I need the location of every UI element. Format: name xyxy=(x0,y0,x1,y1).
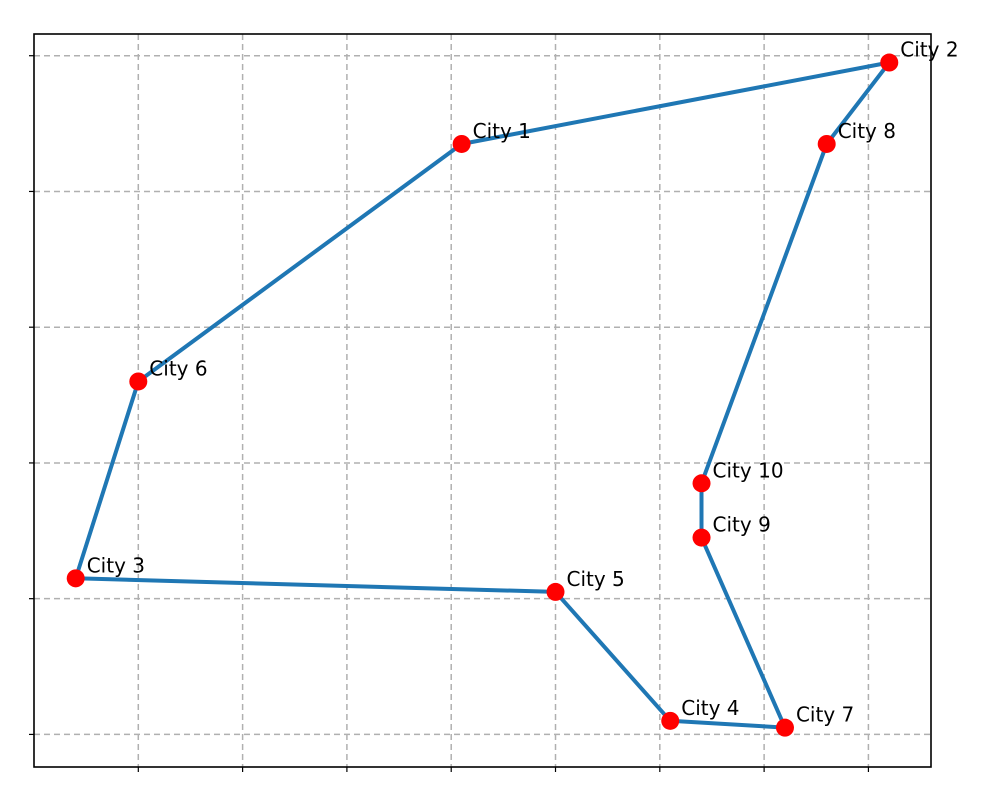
city-marker xyxy=(880,53,899,72)
city-marker xyxy=(452,134,471,153)
city-marker xyxy=(692,528,711,547)
city-label: City 7 xyxy=(796,703,854,727)
city-label: City 1 xyxy=(473,119,531,143)
city-marker xyxy=(661,711,680,730)
city-marker xyxy=(692,474,711,493)
city-marker xyxy=(775,718,794,737)
city-marker xyxy=(129,372,148,391)
label-layer: City 1 City 2 City 3 City 4 City 5 City 6 City… xyxy=(87,38,959,727)
city-label: City 8 xyxy=(838,119,896,143)
city-label: City 3 xyxy=(87,553,145,577)
city-marker xyxy=(66,569,85,588)
city-label: City 6 xyxy=(149,356,207,380)
city-label: City 5 xyxy=(567,567,625,591)
city-label: City 2 xyxy=(900,38,958,62)
city-label: City 4 xyxy=(681,696,739,720)
route-line xyxy=(73,60,892,730)
city-label: City 9 xyxy=(713,513,771,537)
plot-frame xyxy=(33,33,932,768)
grid-layer xyxy=(34,34,931,767)
city-label: City 10 xyxy=(713,458,784,482)
city-marker xyxy=(546,582,565,601)
city-marker xyxy=(817,134,836,153)
city-layer xyxy=(66,53,899,737)
tick-layer xyxy=(29,55,870,772)
route-layer xyxy=(73,60,892,730)
